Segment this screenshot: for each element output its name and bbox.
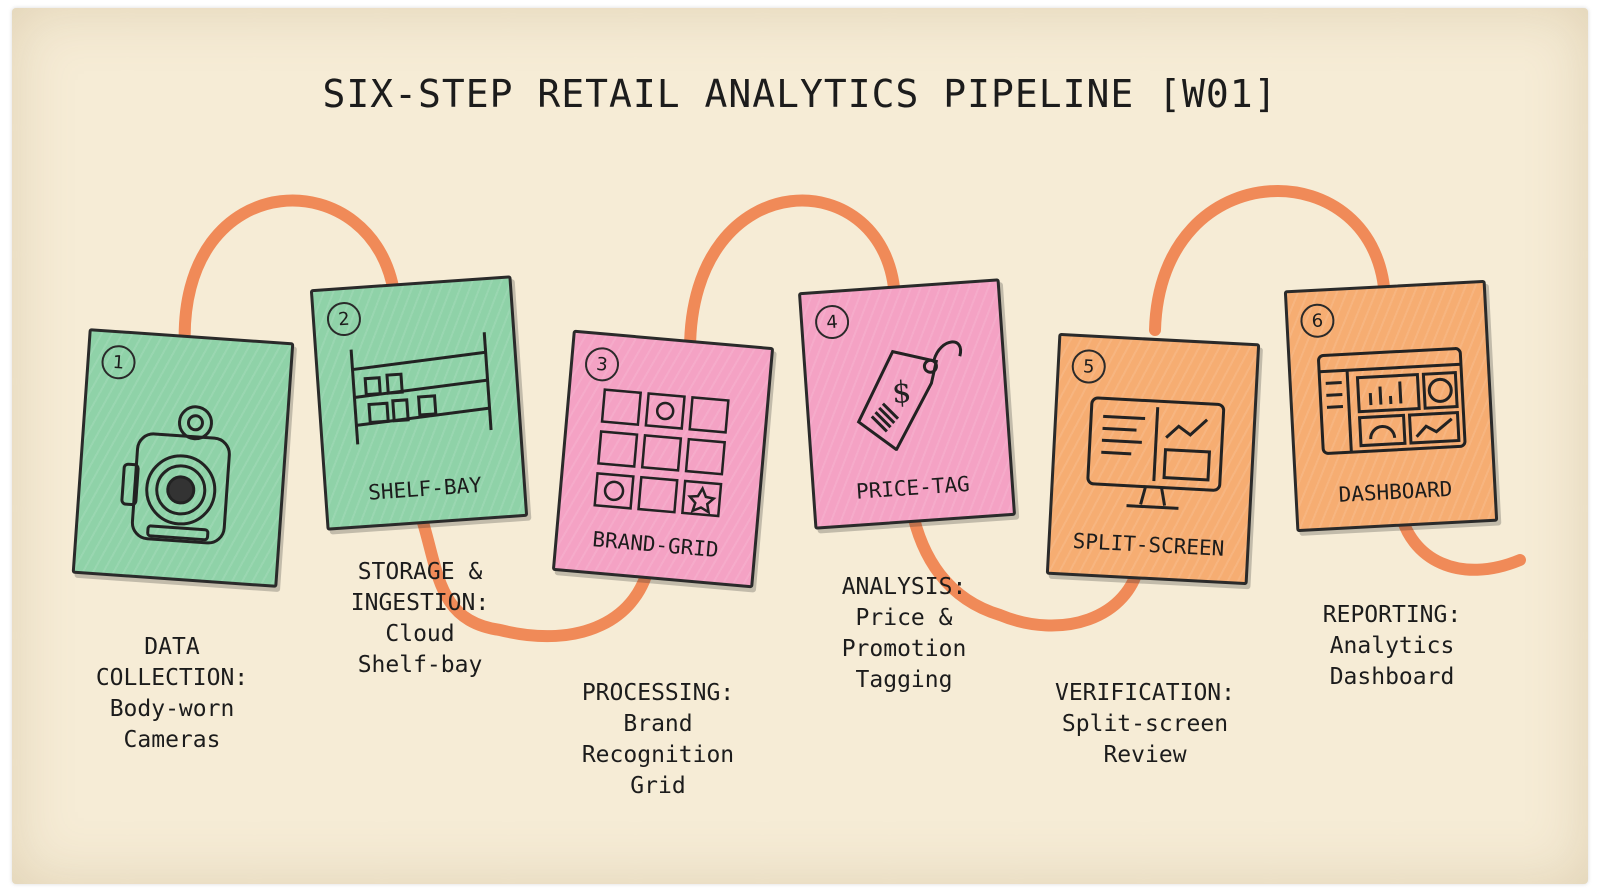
caption-line: Shelf-bay <box>357 652 483 678</box>
step-number-badge: 2 <box>325 300 363 338</box>
card-label: SHELF-BAY <box>367 472 483 505</box>
card-label: PRICE-TAG <box>855 471 971 504</box>
caption-line: Cloud <box>385 621 455 647</box>
caption-line: Grid <box>630 773 686 799</box>
step-number-badge: 1 <box>100 344 137 381</box>
step-number-badge: 6 <box>1299 302 1336 339</box>
step-caption-5: VERIFICATION: Split-screen Review <box>1030 678 1260 771</box>
caption-line: Analytics <box>1329 633 1455 659</box>
caption-line: Cameras <box>123 727 221 753</box>
step-card-1: 1 <box>71 328 295 588</box>
caption-line: Promotion <box>841 636 967 662</box>
caption-line: STORAGE & <box>357 559 483 585</box>
card-label <box>76 551 276 565</box>
brand-grid-icon <box>593 388 730 518</box>
caption-line: Split-screen <box>1061 711 1229 737</box>
caption-line: VERIFICATION: <box>1054 680 1235 706</box>
caption-line: COLLECTION: <box>95 665 249 691</box>
caption-line: Dashboard <box>1329 664 1455 690</box>
dashboard-icon <box>1317 347 1467 455</box>
step-number-badge: 3 <box>583 345 621 383</box>
step-caption-1: DATA COLLECTION: Body-worn Cameras <box>57 632 287 756</box>
step-caption-2: STORAGE & INGESTION: Cloud Shelf-bay <box>305 557 535 681</box>
caption-line: Price & <box>855 605 953 631</box>
step-card-3: 3 BRAND-GRID <box>551 329 775 589</box>
caption-line: PROCESSING: <box>581 680 735 706</box>
step-card-6: 6 DASHBOARD <box>1283 279 1499 533</box>
caption-line: ANALYSIS: <box>841 574 967 600</box>
body-camera-icon <box>120 405 231 545</box>
step-caption-3: PROCESSING: Brand Recognition Grid <box>543 678 773 802</box>
card-label: BRAND-GRID <box>591 527 720 563</box>
caption-line: REPORTING: <box>1322 602 1462 628</box>
step-card-2: 2 SHELF-BAY <box>309 275 529 531</box>
monitor-icon <box>1086 396 1226 510</box>
caption-line: INGESTION: <box>350 590 490 616</box>
caption-line: Body-worn <box>109 696 235 722</box>
step-card-4: 4 $ PRICE-TAG <box>797 278 1017 530</box>
card-label: DASHBOARD <box>1338 476 1453 507</box>
price-tag-icon: $ <box>856 340 963 452</box>
svg-text:$: $ <box>891 375 912 411</box>
caption-line: DATA <box>144 634 200 660</box>
step-caption-4: ANALYSIS: Price & Promotion Tagging <box>789 572 1019 696</box>
caption-line: Review <box>1103 742 1187 768</box>
caption-line: Recognition <box>581 742 735 768</box>
caption-line: Brand <box>623 711 693 737</box>
shelf-icon <box>349 332 493 445</box>
caption-line: Tagging <box>855 667 953 693</box>
step-number-badge: 5 <box>1070 348 1107 385</box>
card-label: SPLIT-SCREEN <box>1072 528 1225 561</box>
step-caption-6: REPORTING: Analytics Dashboard <box>1277 600 1507 693</box>
step-card-5: 5 SPLIT-SCREEN <box>1045 332 1261 586</box>
page-title: SIX-STEP RETAIL ANALYTICS PIPELINE [W01] <box>322 72 1278 116</box>
